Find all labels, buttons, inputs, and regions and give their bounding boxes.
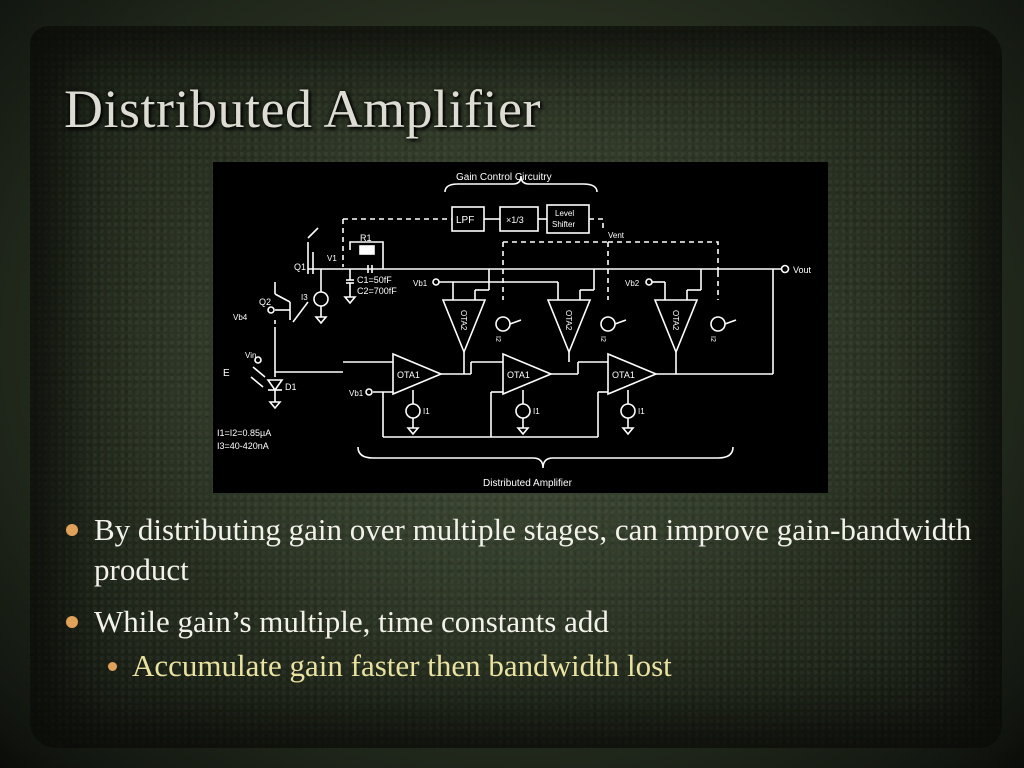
bullet-marker	[66, 524, 78, 536]
sub-bullet-text: Accumulate gain faster then bandwidth lo…	[132, 648, 672, 683]
current-spec-2: I3=40-420nA	[217, 441, 269, 451]
bullet-item: While gain’s multiple, time constants ad…	[64, 602, 984, 642]
d1-label: D1	[285, 382, 297, 392]
bullet-marker	[66, 616, 78, 628]
ota2-label-1: OTA2	[459, 310, 468, 331]
level-shifter-label-1: Level	[555, 209, 574, 218]
ota1-label-2: OTA1	[507, 370, 530, 380]
r1-label: R1	[360, 233, 372, 243]
i1-label-3: I1	[638, 407, 645, 416]
circuit-diagram: Gain Control Circuitry LPF ×1/3 Level Sh…	[213, 162, 828, 493]
vb1-top-label: Vb1	[413, 279, 428, 288]
v1-label: V1	[327, 254, 337, 263]
slide-title: Distributed Amplifier	[64, 79, 541, 139]
ota1-label-1: OTA1	[397, 370, 420, 380]
vent-label: Vent	[608, 231, 625, 240]
i2-label-2: I2	[599, 336, 606, 342]
i2-label-1: I2	[494, 336, 501, 342]
i3-label: I3	[301, 293, 308, 302]
vin-label: Vin	[245, 351, 256, 360]
gain-control-label: Gain Control Circuitry	[456, 172, 552, 183]
i1-label-2: I1	[533, 407, 540, 416]
bullet-text: By distributing gain over multiple stage…	[94, 512, 972, 587]
ota1-label-3: OTA1	[612, 370, 635, 380]
bullet-list: By distributing gain over multiple stage…	[64, 510, 984, 686]
sub-bullet-marker	[108, 662, 117, 671]
sub-bullet-item: Accumulate gain faster then bandwidth lo…	[104, 646, 984, 686]
e-label: E	[223, 368, 230, 379]
vout-label: Vout	[793, 265, 812, 275]
q1-label: Q1	[294, 262, 306, 272]
bullet-item: By distributing gain over multiple stage…	[64, 510, 984, 590]
vb2-top-label: Vb2	[625, 279, 640, 288]
level-shifter-label-2: Shifter	[552, 220, 575, 229]
vb1-left-label: Vb1	[349, 389, 364, 398]
i1-label-1: I1	[423, 407, 430, 416]
lpf-label: LPF	[456, 215, 474, 226]
q2-label: Q2	[259, 297, 271, 307]
ota2-label-3: OTA2	[671, 310, 680, 331]
vb4-label: Vb4	[233, 313, 248, 322]
bullet-text: While gain’s multiple, time constants ad…	[94, 604, 609, 639]
i2-label-3: I2	[709, 336, 716, 342]
ota2-label-2: OTA2	[564, 310, 573, 331]
divider-label: ×1/3	[506, 215, 524, 225]
c1-label: C1=50fF	[357, 275, 392, 285]
distributed-amplifier-label: Distributed Amplifier	[483, 478, 573, 489]
current-spec-1: I1=I2=0.85µA	[217, 428, 271, 438]
c2-label: C2=700fF	[357, 286, 397, 296]
